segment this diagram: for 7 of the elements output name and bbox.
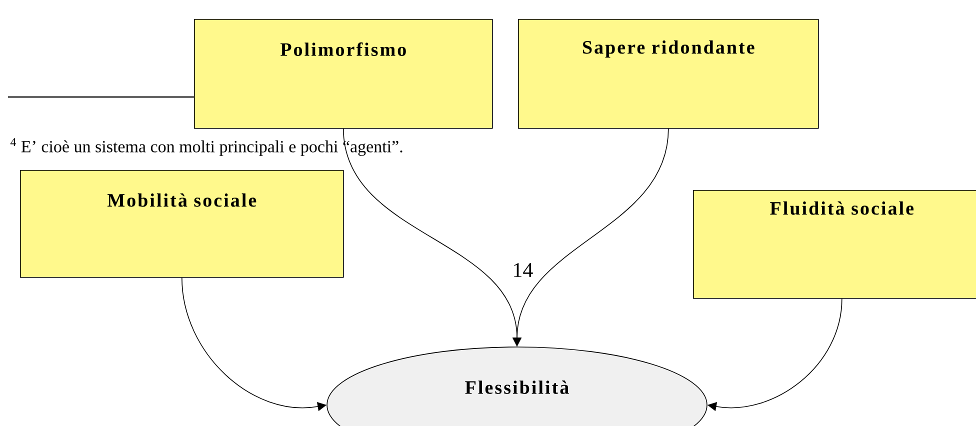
concept-box: Sapere ridondante [518,19,819,129]
concept-box: Mobilità sociale [20,170,344,278]
concept-box: Fluidità sociale [693,190,976,299]
outcome-ellipse [326,346,708,426]
page-number: 14 [514,263,533,277]
concept-box: Polimorfismo [194,19,493,129]
node-label: Flessibilità [465,380,569,394]
